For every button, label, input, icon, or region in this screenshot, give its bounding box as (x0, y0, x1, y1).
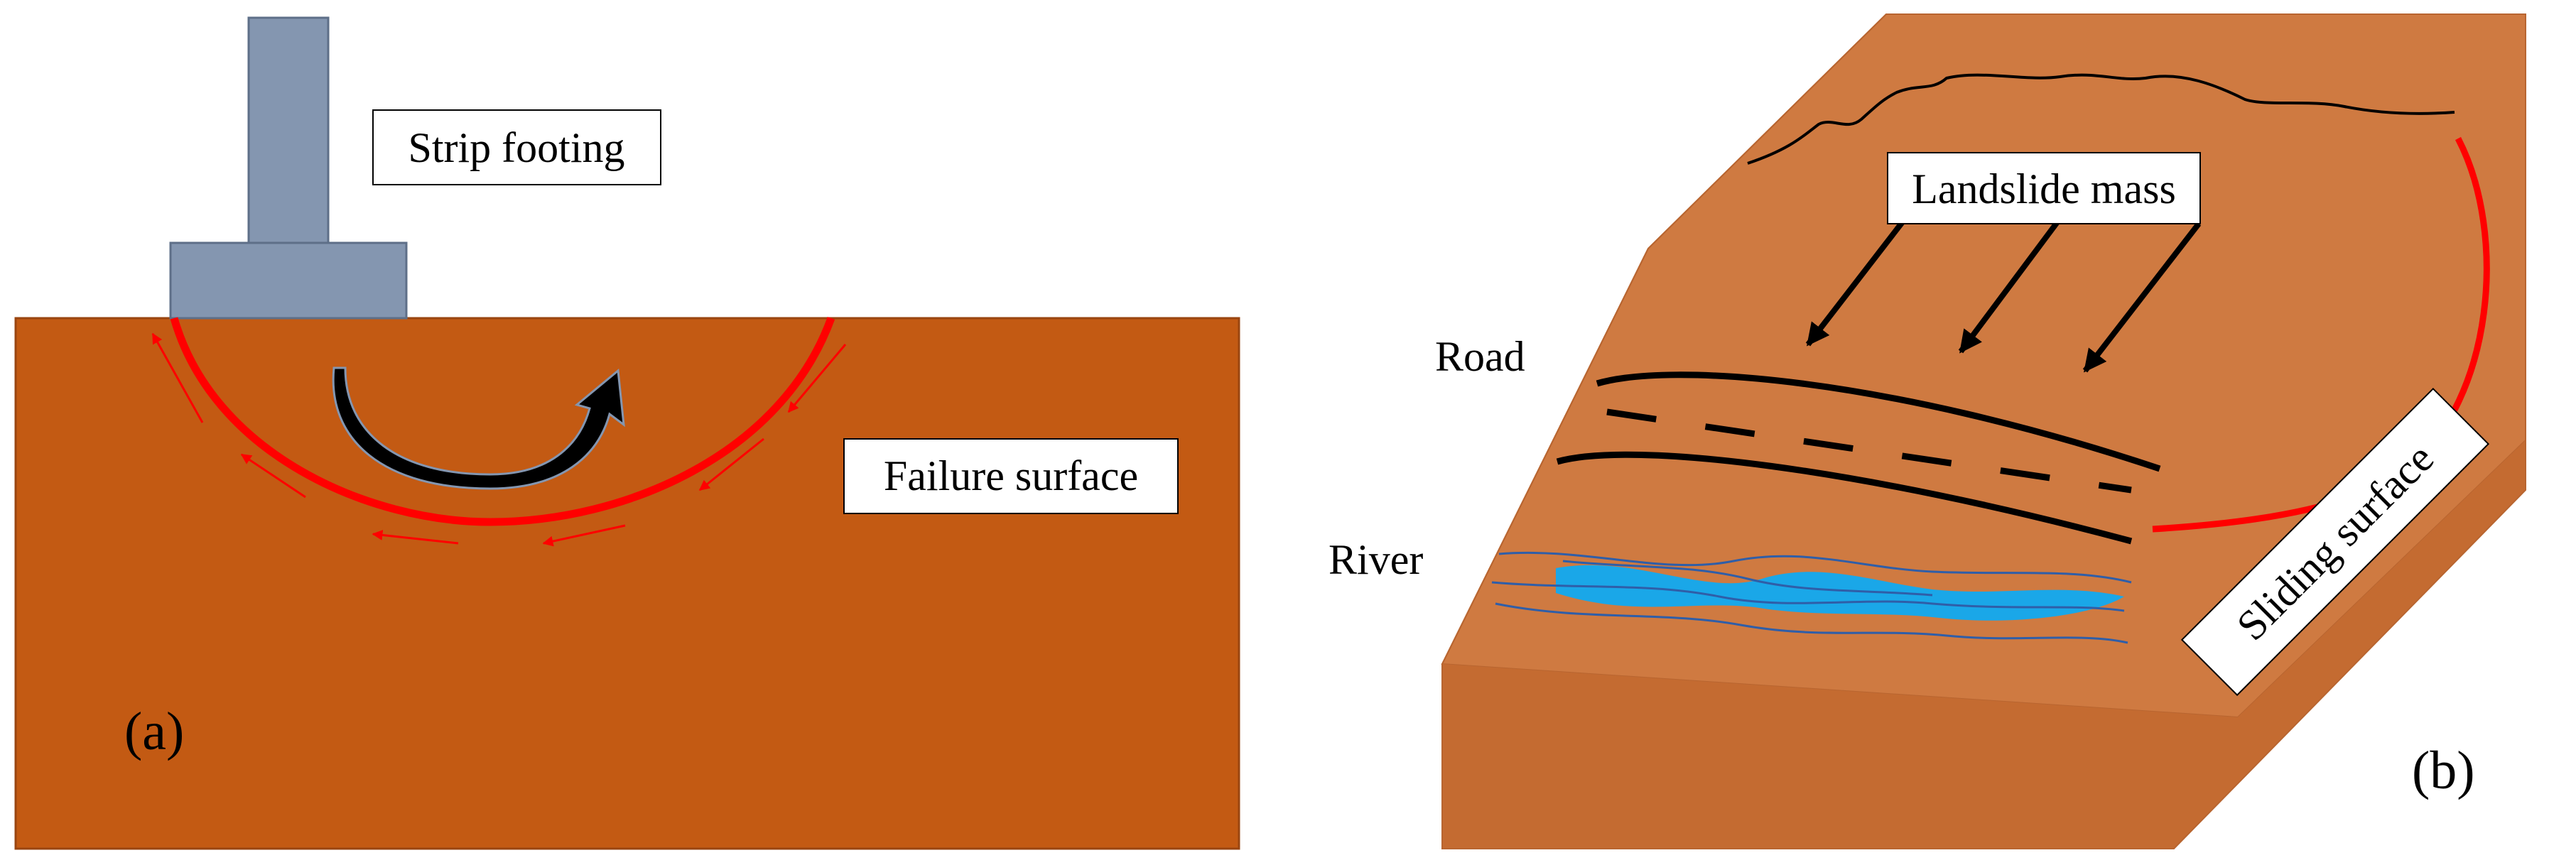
failure-surface-arc (170, 317, 835, 526)
river (1491, 551, 2132, 644)
failure-surface-label-box: Failure surface (843, 438, 1179, 514)
panel-b-label: (b) (2412, 741, 2475, 800)
slope-side-face (1442, 440, 2526, 849)
slope-outline (1441, 13, 2526, 849)
crown-crack-line (1747, 73, 2455, 165)
strip-footing-label: Strip footing (408, 124, 624, 171)
panel-b: Landslide mass Road River Sliding surfac… (1328, 13, 2526, 849)
landslide-direction-arrows (1805, 218, 2202, 373)
strip-footing-label-box: Strip footing (372, 109, 661, 185)
road (1556, 371, 2161, 545)
panel-a-label: (a) (124, 702, 184, 761)
failure-surface-label: Failure surface (884, 452, 1138, 499)
landslide-mass-label-box: Landslide mass (1887, 152, 2201, 224)
landslide-mass-label: Landslide mass (1912, 165, 2176, 212)
slip-direction-arrows (151, 332, 847, 547)
rotation-arrow-icon (332, 366, 625, 490)
soil-block (14, 317, 1240, 850)
strip-footing-icon (169, 16, 408, 320)
road-label: Road (1435, 333, 1525, 380)
panel-a: Strip footing Failure surface (a) (14, 16, 1240, 850)
river-label: River (1328, 536, 1423, 583)
